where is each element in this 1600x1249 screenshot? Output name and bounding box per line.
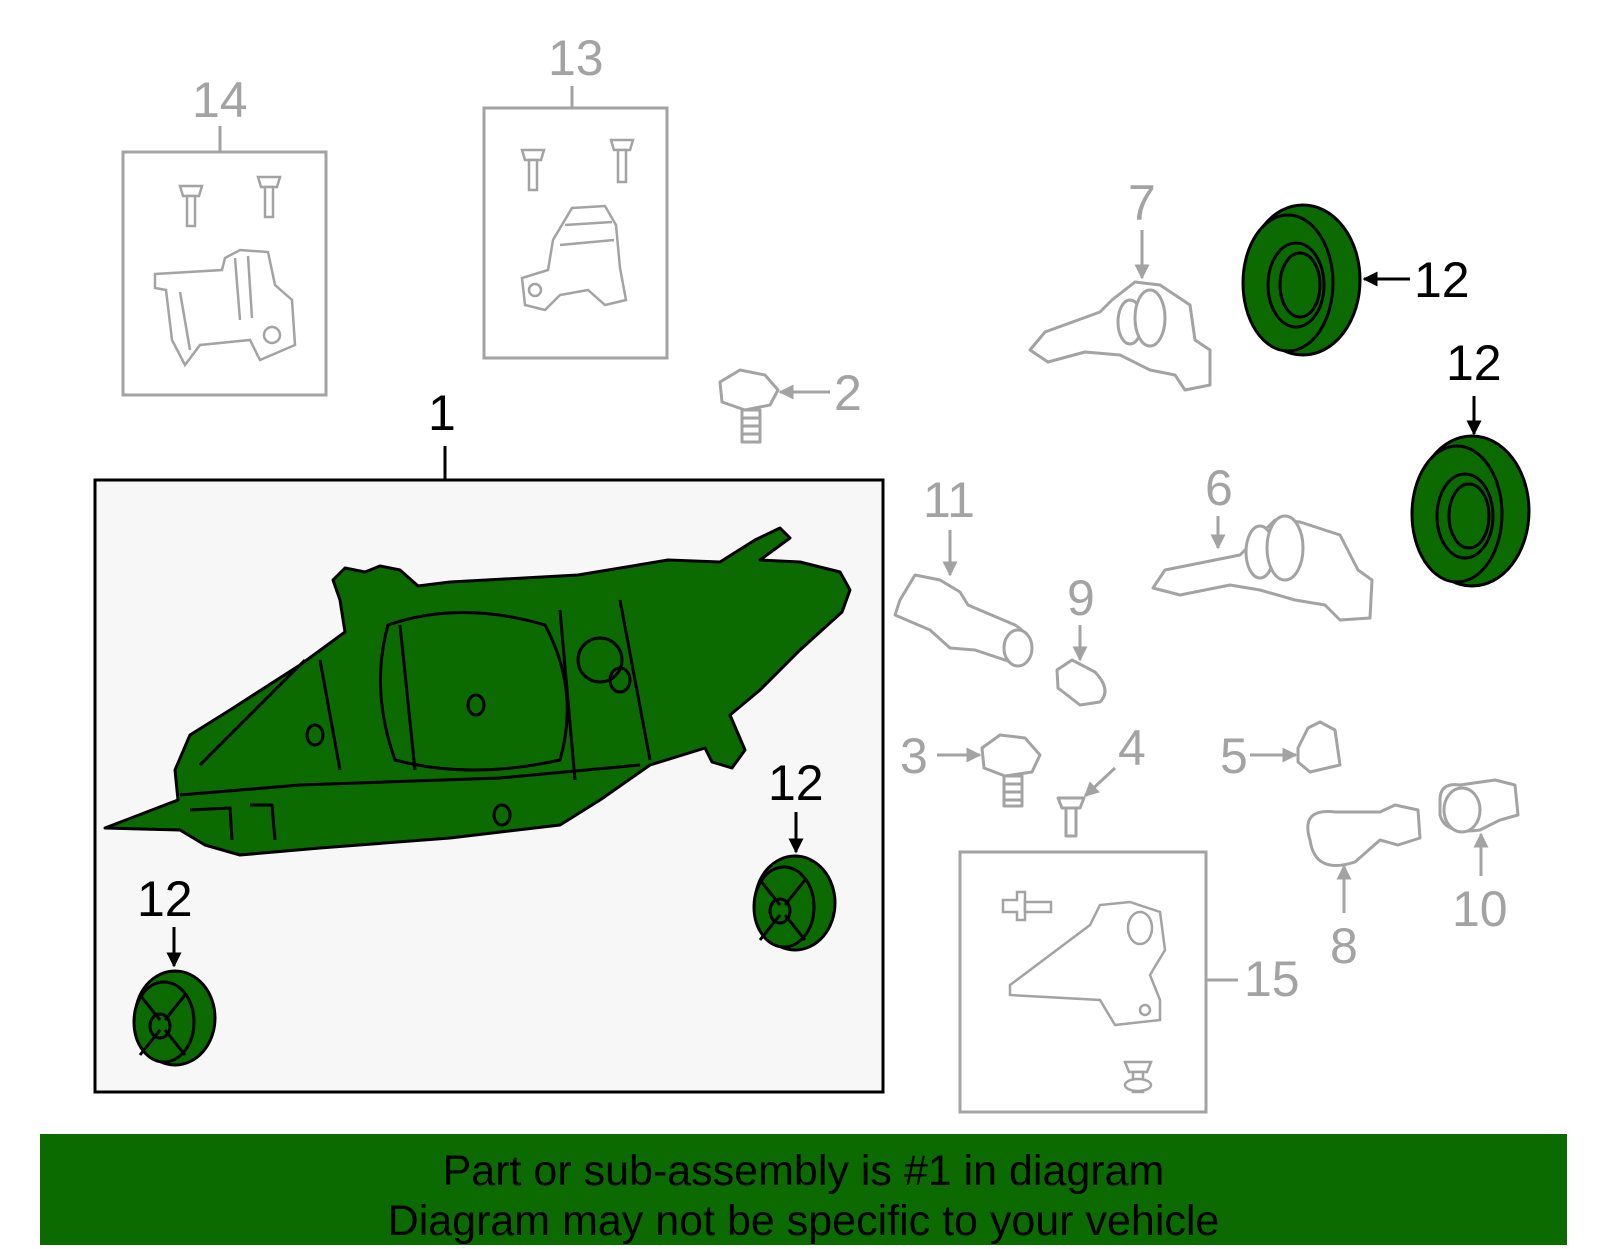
callout-10: 10 [1452,881,1508,937]
banner-line-1: Part or sub-assembly is #1 in diagram [442,1147,1165,1195]
callout-5: 5 [1220,728,1248,784]
banner-line-2: Diagram may not be specific to your vehi… [387,1197,1220,1245]
bracket-kit-13[interactable] [482,106,669,360]
bracket-kit-14[interactable] [121,150,328,397]
bolt-3[interactable] [980,733,1042,808]
headlamp-assembly-1[interactable] [103,526,852,857]
grommet-12-b[interactable] [752,854,837,952]
grommet-12-a[interactable] [132,969,217,1067]
bulb-7[interactable] [1028,280,1212,392]
bolt-2[interactable] [718,368,780,444]
bulb-9[interactable] [1055,658,1107,707]
callout-9: 9 [1067,570,1095,626]
callout-11: 11 [923,472,975,528]
callout-14: 14 [192,72,248,128]
callout-3: 3 [900,728,928,784]
callout-8: 8 [1330,918,1358,974]
bulb-8[interactable] [1306,803,1422,867]
callout-13: 13 [548,30,604,86]
socket-5[interactable] [1296,720,1342,774]
callout-7: 7 [1128,175,1156,231]
bracket-kit-15[interactable] [958,850,1208,1114]
lamp-cap-12-right[interactable] [1410,434,1531,588]
callout-2: 2 [834,365,862,421]
callout-12-panel-left: 12 [137,871,193,927]
callout-12-panel-right: 12 [768,755,824,811]
socket-10[interactable] [1438,778,1520,834]
callout-1: 1 [428,385,456,441]
info-banner: Part or sub-assembly is #1 in diagram Di… [40,1134,1567,1245]
bulb-11[interactable] [893,573,1034,668]
callout-12-right: 12 [1446,335,1502,391]
screw-4[interactable] [1056,796,1086,838]
callout-12-top: 12 [1414,252,1470,308]
bulb-6[interactable] [1151,514,1374,622]
callout-6: 6 [1205,460,1233,516]
callout-4: 4 [1118,720,1146,776]
lamp-cap-12-top[interactable] [1241,203,1362,357]
callout-15: 15 [1244,951,1300,1007]
